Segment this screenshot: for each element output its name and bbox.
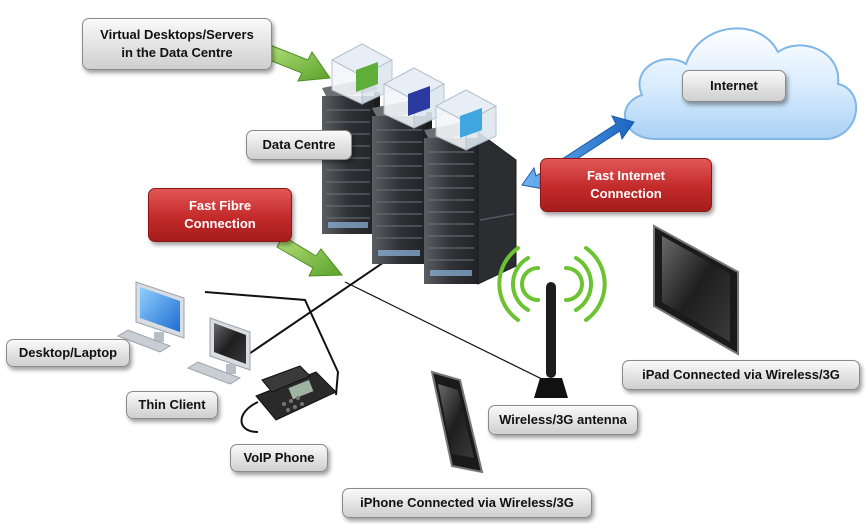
label-line: in the Data Centre (121, 45, 233, 60)
label-fast-fibre: Fast Fibre Connection (148, 188, 292, 242)
label-line: Connection (590, 186, 662, 201)
label-internet: Internet (682, 70, 786, 102)
label-fast-internet: Fast Internet Connection (540, 158, 712, 212)
label-wireless-antenna: Wireless/3G antenna (488, 405, 638, 435)
green-arrow-icon (276, 235, 344, 277)
cable-thin-client (239, 257, 391, 361)
cable-antenna (344, 281, 551, 384)
antenna-icon (534, 282, 568, 398)
label-iphone: iPhone Connected via Wireless/3G (342, 488, 592, 518)
label-line: Connection (184, 216, 256, 231)
label-virtual-desktops: Virtual Desktops/Servers in the Data Cen… (82, 18, 272, 70)
monitor-icon (186, 317, 251, 385)
label-voip-phone: VoIP Phone (230, 444, 328, 472)
network-cables (204, 257, 551, 396)
label-ipad: iPad Connected via Wireless/3G (622, 360, 860, 390)
smartphone-icon (430, 370, 484, 474)
label-line: Fast Fibre (188, 198, 252, 213)
monitor-icon (116, 281, 185, 353)
green-arrow-icon (263, 44, 331, 82)
cable-desktop-voip (204, 291, 340, 396)
virtual-desktop-cube-icon (434, 89, 498, 151)
phone-icon (240, 365, 337, 433)
wireless-waves-icon (497, 246, 607, 322)
label-thin-client: Thin Client (126, 391, 218, 419)
label-desktop-laptop: Desktop/Laptop (6, 339, 130, 367)
tablet-icon (653, 224, 739, 356)
label-line: Fast Internet (586, 168, 665, 183)
label-data-centre: Data Centre (246, 130, 352, 160)
label-line: Virtual Desktops/Servers (100, 27, 254, 42)
